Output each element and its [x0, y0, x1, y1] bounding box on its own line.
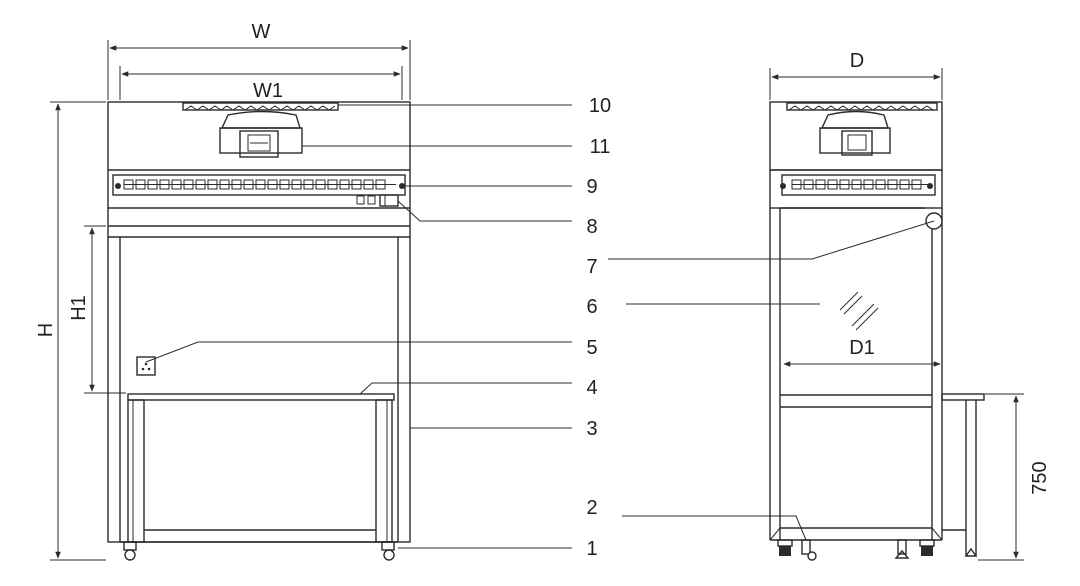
front-power-socket [136, 356, 156, 376]
front-stand [120, 399, 398, 543]
callout-8: 8 [586, 216, 597, 238]
callout-leaders [145, 104, 935, 549]
side-work-shelf [941, 393, 985, 557]
side-dimensions: D D1 750 [769, 50, 1051, 561]
side-glass-sash [839, 291, 879, 331]
callout-numbers: 10 11 9 8 7 6 5 4 3 2 1 [586, 95, 611, 560]
side-casters [777, 539, 935, 561]
front-top-filter [182, 102, 339, 111]
front-casters [123, 541, 395, 561]
front-fan-unit [219, 110, 303, 158]
front-view [107, 101, 411, 561]
dim-d1-label: D1 [849, 337, 875, 359]
front-cabinet-outline [107, 101, 411, 543]
dim-w-label: W [252, 21, 271, 43]
dim-w1-label: W1 [253, 80, 283, 102]
front-grille-strip [112, 174, 406, 196]
callout-6: 6 [586, 296, 597, 318]
dim-h-label: H [35, 323, 57, 337]
callout-11: 11 [590, 136, 611, 158]
callout-5: 5 [586, 337, 597, 359]
callout-4: 4 [586, 377, 597, 399]
callout-9: 9 [586, 176, 597, 198]
dim-d-label: D [850, 50, 864, 72]
dim-h1-label: H1 [68, 295, 90, 321]
callout-7: 7 [586, 256, 597, 278]
side-grille-strip [780, 174, 936, 196]
callout-10: 10 [589, 95, 611, 117]
dim-750-label: 750 [1029, 461, 1051, 494]
callout-1: 1 [586, 538, 597, 560]
front-control-panel [356, 194, 399, 207]
callout-3: 3 [586, 418, 597, 440]
callout-2: 2 [586, 497, 597, 519]
side-top-filter [786, 102, 938, 111]
front-work-surface [127, 393, 395, 401]
side-fan-unit [819, 110, 891, 156]
side-view [769, 101, 985, 561]
front-dimensions: W W1 H H1 [35, 21, 411, 561]
